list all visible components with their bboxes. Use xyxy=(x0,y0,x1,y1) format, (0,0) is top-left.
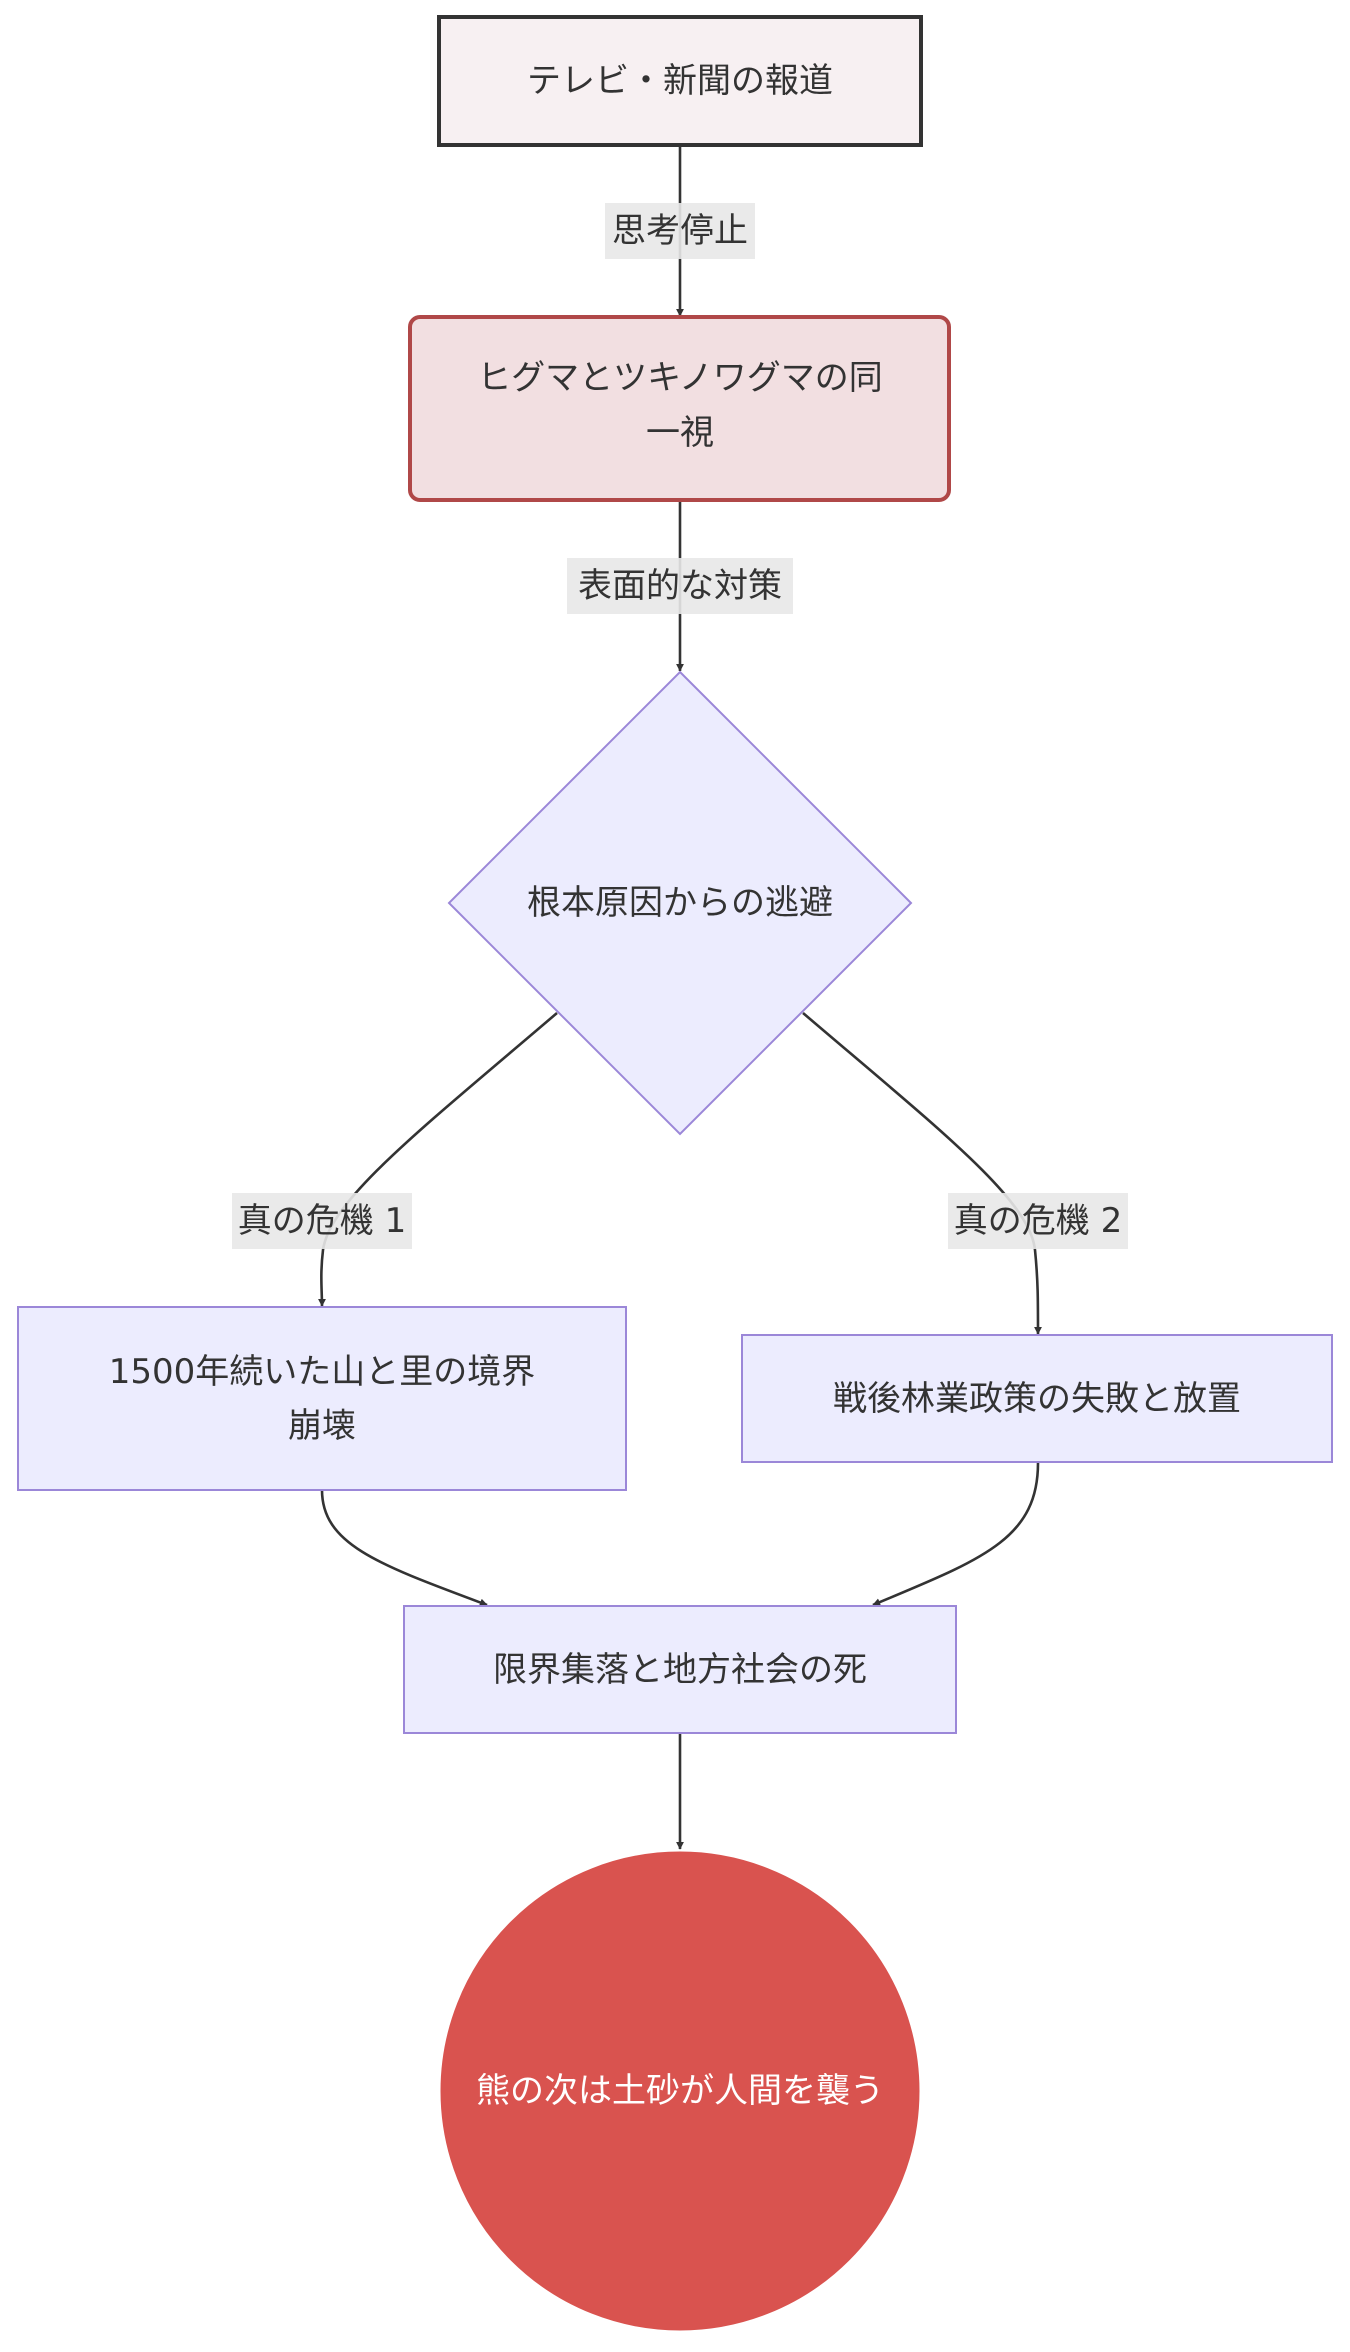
node-label-line-1: 1500年続いた山と里の境界 xyxy=(109,1352,536,1392)
node-bear-confusion[interactable]: ヒグマとツキノワグマの同 一視 xyxy=(408,315,951,502)
edge-label-superficial-measures: 表面的な対策 xyxy=(567,558,793,614)
node-label: 根本原因からの逃避 xyxy=(527,883,833,923)
edge-label-text: 真の危機 2 xyxy=(954,1201,1122,1241)
node-forestry-policy-failure[interactable]: 戦後林業政策の失敗と放置 xyxy=(741,1334,1333,1463)
node-label: 戦後林業政策の失敗と放置 xyxy=(833,1379,1241,1419)
edge-label-true-crisis-2: 真の危機 2 xyxy=(948,1193,1128,1249)
node-label: 限界集落と地方社会の死 xyxy=(493,1650,867,1690)
node-boundary-collapse[interactable]: 1500年続いた山と里の境界 崩壊 xyxy=(17,1306,627,1491)
node-media-reports[interactable]: テレビ・新聞の報道 xyxy=(437,15,923,147)
edge-boundary-to-villages xyxy=(320,1489,488,1607)
edge-label-text: 表面的な対策 xyxy=(578,566,782,606)
node-label-line-2: 崩壊 xyxy=(288,1406,356,1446)
node-label: 熊の次は土砂が人間を襲う xyxy=(476,2071,884,2111)
node-label-line-1: ヒグマとツキノワグマの同 xyxy=(477,358,883,398)
node-village-decline[interactable]: 限界集落と地方社会の死 xyxy=(403,1605,957,1734)
edge-label-text: 思考停止 xyxy=(612,211,748,251)
edge-forestry-to-villages xyxy=(872,1462,1040,1607)
edge-label-text: 真の危機 1 xyxy=(238,1201,406,1241)
edge-escape-to-boundary xyxy=(317,1012,558,1307)
edge-label-true-crisis-1: 真の危機 1 xyxy=(232,1193,412,1249)
node-label-line-2: 一視 xyxy=(646,413,714,453)
node-escape-root-cause[interactable]: 根本原因からの逃避 xyxy=(447,670,913,1136)
edge-escape-to-forestry xyxy=(802,1012,1042,1335)
edge-label-thought-stop: 思考停止 xyxy=(605,203,755,259)
node-landslide-threat[interactable]: 熊の次は土砂が人間を襲う xyxy=(440,1851,920,2331)
node-label: テレビ・新聞の報道 xyxy=(527,61,833,101)
